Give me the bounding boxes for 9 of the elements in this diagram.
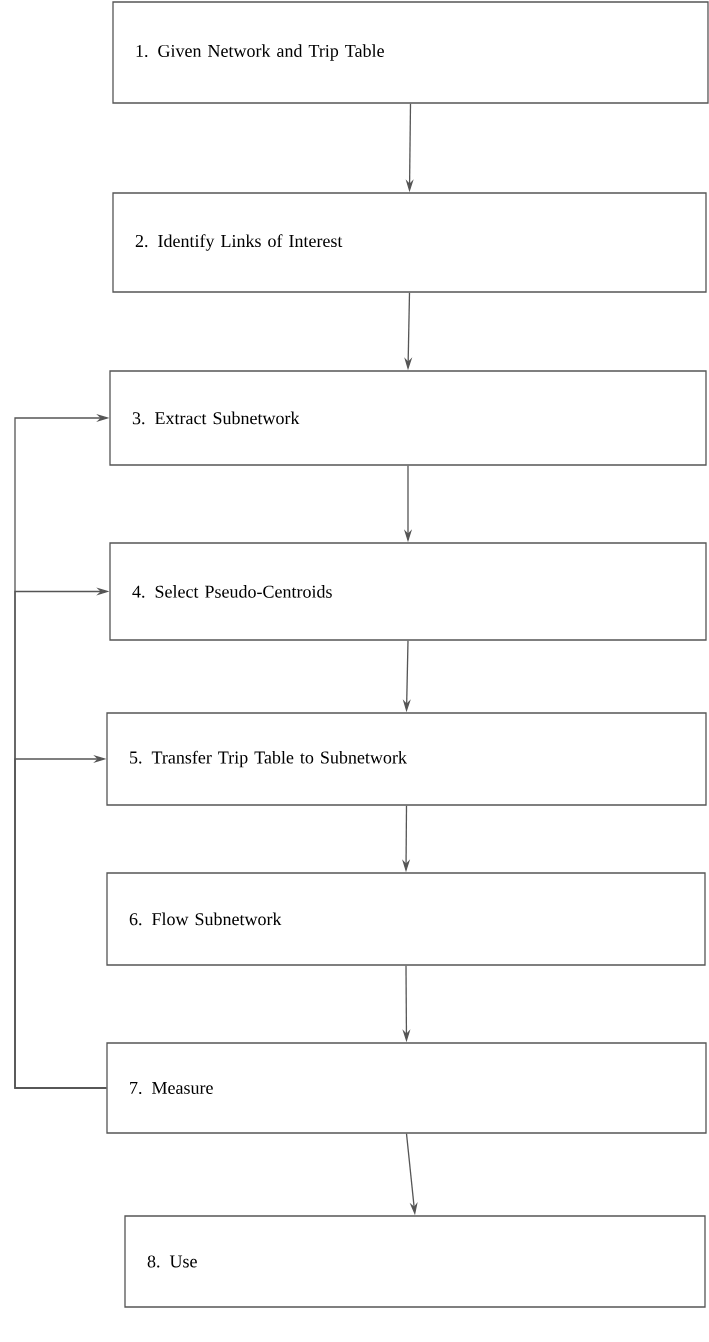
arrow bbox=[14, 754, 107, 1089]
process-box: 6. Flow Subnetwork bbox=[106, 872, 706, 966]
process-box: 3. Extract Subnetwork bbox=[109, 370, 707, 466]
process-box: 2. Identify Links of Interest bbox=[112, 192, 707, 293]
process-box: 1. Given Network and Trip Table bbox=[112, 1, 709, 104]
process-box: 7. Measure bbox=[106, 1042, 707, 1134]
process-box: 4. Select Pseudo-Centroids bbox=[109, 542, 707, 641]
process-box: 8. Use bbox=[124, 1215, 706, 1308]
process-box: 5. Transfer Trip Table to Subnetwork bbox=[106, 712, 707, 806]
